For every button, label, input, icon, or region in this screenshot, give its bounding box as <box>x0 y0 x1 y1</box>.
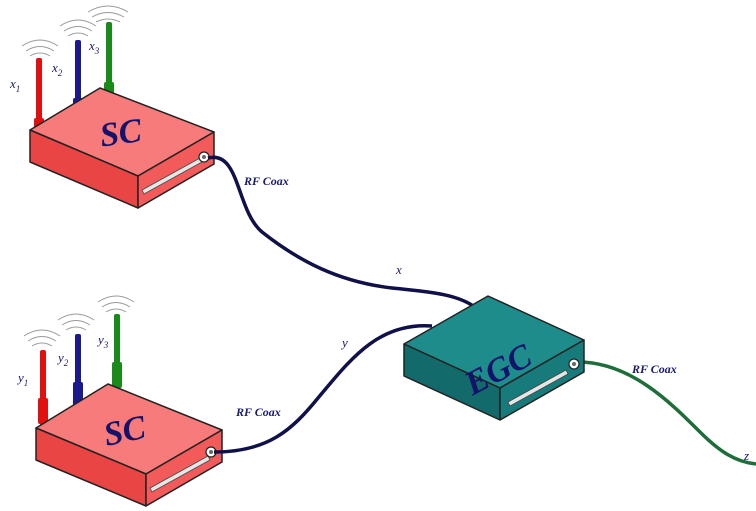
antenna-label-x2: x2 <box>51 60 63 78</box>
antenna-label-y2: y2 <box>56 350 69 368</box>
antenna-green-icon <box>112 314 122 392</box>
coax-cable-z <box>577 360 756 466</box>
coax-cable-x <box>207 155 478 310</box>
signal-label-x: x <box>395 262 402 277</box>
antenna-label-x1: x1 <box>9 76 20 94</box>
wifi-signal-icon <box>23 295 135 347</box>
coax-cable-y <box>213 324 433 454</box>
sc-label-bottom: SC <box>100 409 149 454</box>
cable-label-out: RF Coax <box>631 362 677 376</box>
antenna-red-icon <box>38 350 48 426</box>
sc-label-top: SC <box>98 112 145 154</box>
cable-label-top: RF Coax <box>243 174 289 188</box>
vent-strip <box>149 455 211 493</box>
signal-label-y: y <box>340 335 348 350</box>
antenna-label-y1: y1 <box>16 370 28 388</box>
egc-unit: EGC <box>403 295 585 421</box>
signal-label-z: z <box>743 448 749 463</box>
cable-label-bottom: RF Coax <box>235 405 281 419</box>
sc-box-front-face <box>145 429 223 507</box>
sc-unit-bottom: SC y1 y2 y3 <box>16 295 223 507</box>
sc-unit-top: SC x1 x2 x3 <box>9 5 215 209</box>
antenna-label-x3: x3 <box>88 38 100 56</box>
vent-strip <box>507 369 569 407</box>
wifi-signal-icon <box>21 5 129 57</box>
sc-box-front-face <box>137 131 215 209</box>
antenna-label-y3: y3 <box>96 332 109 350</box>
